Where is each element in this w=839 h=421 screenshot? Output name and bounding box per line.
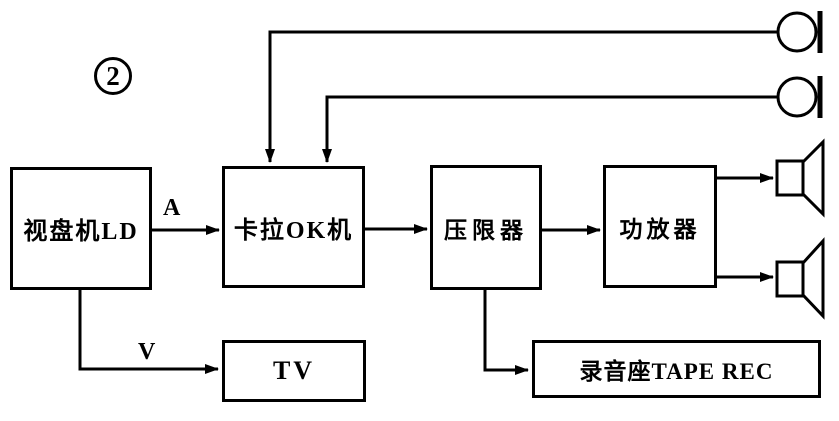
node-ld-player-label: 视盘机LD xyxy=(23,219,139,245)
video-edge-label: V xyxy=(138,339,156,365)
node-ld-player: 视盘机LD xyxy=(10,167,152,290)
speaker-icon xyxy=(775,138,825,218)
edge-mic2-to-karaoke xyxy=(322,95,777,163)
node-tape-recorder: 录音座TAPE REC xyxy=(532,340,821,398)
edge-mic1-to-karaoke xyxy=(265,30,777,163)
node-karaoke-machine-label: 卡拉OK机 xyxy=(233,217,354,244)
microphone-icon xyxy=(776,76,823,118)
microphone-icon xyxy=(776,11,823,53)
node-karaoke-machine: 卡拉OK机 xyxy=(222,166,365,288)
node-tv: TV xyxy=(222,340,366,402)
edge-limiter-to-tape xyxy=(483,290,529,375)
node-tape-recorder-label: 录音座TAPE REC xyxy=(579,359,774,384)
node-compressor-limiter-label: 压限器 xyxy=(444,217,528,243)
figure-number-badge: 2 xyxy=(94,57,132,95)
node-tv-label: TV xyxy=(272,356,316,385)
node-power-amplifier-label: 功放器 xyxy=(619,216,701,242)
audio-edge-label: A xyxy=(163,195,181,221)
edge-ld-to-tv xyxy=(78,290,219,374)
speaker-icon xyxy=(775,237,825,320)
figure-number: 2 xyxy=(106,60,120,91)
node-power-amplifier: 功放器 xyxy=(603,165,717,288)
node-compressor-limiter: 压限器 xyxy=(430,165,542,290)
